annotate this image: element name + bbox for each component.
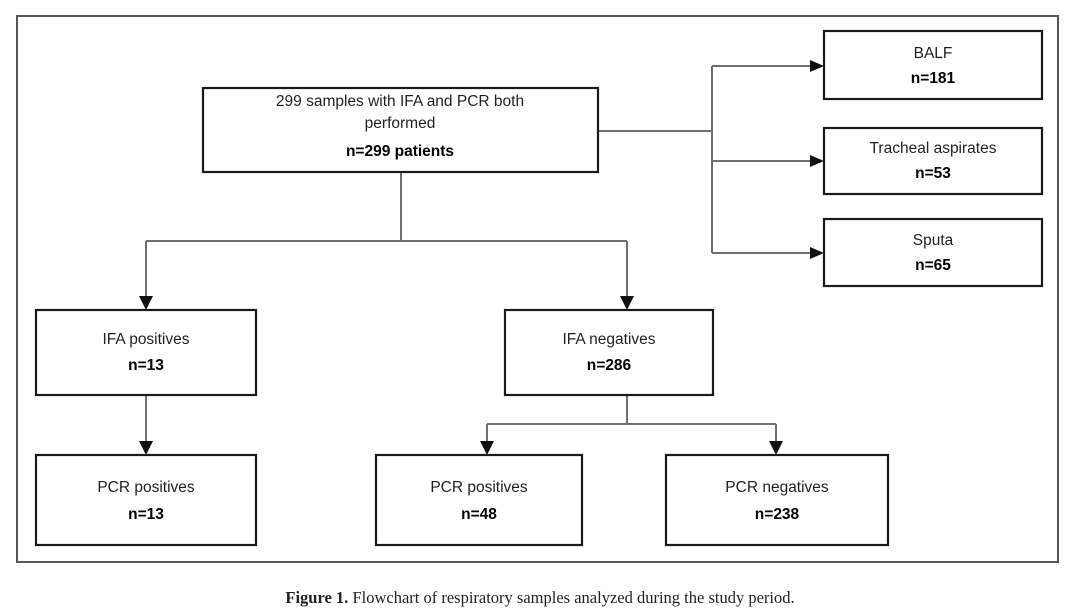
node-ifa-positives-box[interactable] <box>34 308 258 397</box>
node-balf-count: n=181 <box>911 70 956 87</box>
node-pcr-positives-left-box[interactable] <box>34 453 258 547</box>
arrow-head-pcr-positives-left <box>139 441 153 455</box>
arrow-head-pcr-positives-mid <box>480 441 494 455</box>
node-sputa-count: n=65 <box>915 257 951 274</box>
node-ifa-negatives-count: n=286 <box>587 357 632 374</box>
figure-caption: Figure 1. Flowchart of respiratory sampl… <box>0 588 1080 608</box>
arrow-head-ifa-positives <box>139 296 153 310</box>
arrow-head-ifa-negatives <box>620 296 634 310</box>
node-pcr-positives-left-label: PCR positives <box>97 479 195 496</box>
node-sputa-label: Sputa <box>913 232 954 249</box>
node-balf-box[interactable] <box>822 29 1044 101</box>
node-pcr-negatives-right-count: n=238 <box>755 506 800 523</box>
node-pcr-positives-left-count: n=13 <box>128 506 164 523</box>
arrow-head-tracheal <box>810 155 824 167</box>
node-tracheal-label: Tracheal aspirates <box>870 140 997 157</box>
node-tracheal-count: n=53 <box>915 165 951 182</box>
node-ifa-negatives[interactable]: IFA negatives n=286 <box>503 308 715 397</box>
node-root-count: n=299 patients <box>346 143 454 160</box>
figure-caption-text: Flowchart of respiratory samples analyze… <box>348 588 795 607</box>
arrow-head-sputa <box>810 247 824 259</box>
node-ifa-negatives-label: IFA negatives <box>562 331 655 348</box>
node-root[interactable]: 299 samples with IFA and PCR both perfor… <box>201 86 600 174</box>
node-pcr-positives-left[interactable]: PCR positives n=13 <box>34 453 258 547</box>
arrow-head-pcr-negatives <box>769 441 783 455</box>
node-pcr-positives-mid[interactable]: PCR positives n=48 <box>374 453 584 547</box>
node-root-box[interactable] <box>201 86 600 174</box>
node-sputa[interactable]: Sputa n=65 <box>822 217 1044 288</box>
node-ifa-positives-label: IFA positives <box>102 331 189 348</box>
arrow-head-balf <box>810 60 824 72</box>
node-sputa-box[interactable] <box>822 217 1044 288</box>
node-balf-label: BALF <box>914 45 953 62</box>
node-ifa-positives[interactable]: IFA positives n=13 <box>34 308 258 397</box>
node-balf[interactable]: BALF n=181 <box>822 29 1044 101</box>
node-ifa-positives-count: n=13 <box>128 357 164 374</box>
node-ifa-negatives-box[interactable] <box>503 308 715 397</box>
node-tracheal-aspirates[interactable]: Tracheal aspirates n=53 <box>822 126 1044 196</box>
node-pcr-negatives-right-box[interactable] <box>664 453 890 547</box>
node-pcr-positives-mid-count: n=48 <box>461 506 497 523</box>
node-pcr-positives-mid-box[interactable] <box>374 453 584 547</box>
node-root-line2: performed <box>365 115 436 132</box>
node-root-line1: 299 samples with IFA and PCR both <box>276 93 524 110</box>
node-tracheal-box[interactable] <box>822 126 1044 196</box>
node-pcr-negatives-right-label: PCR negatives <box>725 479 829 496</box>
figure-caption-prefix: Figure 1. <box>285 588 349 607</box>
node-pcr-negatives-right[interactable]: PCR negatives n=238 <box>664 453 890 547</box>
node-pcr-positives-mid-label: PCR positives <box>430 479 528 496</box>
connector-group <box>139 60 824 455</box>
